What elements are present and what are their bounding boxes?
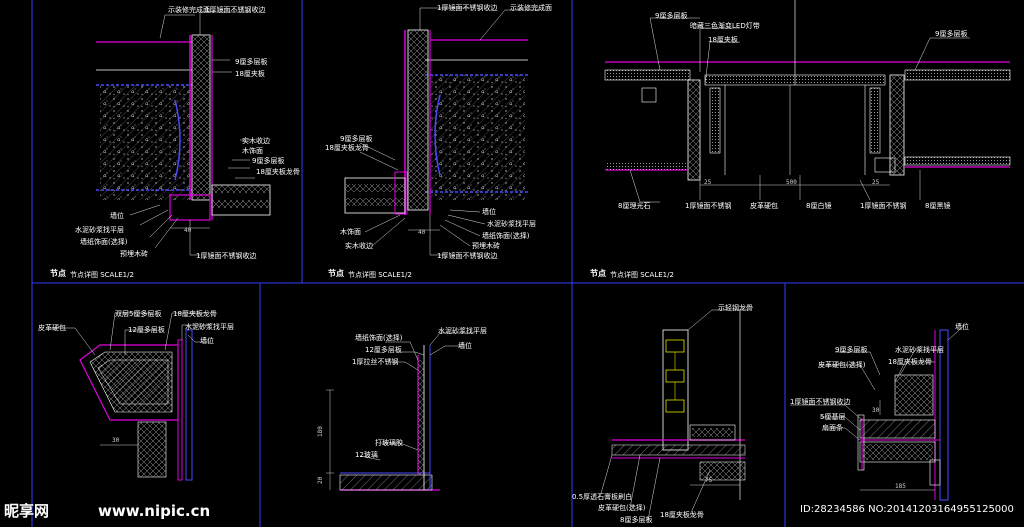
p2-label-0: 1厚镜面不锈钢收边 bbox=[437, 3, 497, 12]
p1-label-4: 实木收边 bbox=[242, 136, 270, 145]
p4-label-4: 水泥砂浆找平层 bbox=[185, 322, 234, 331]
p1-label-5: 木饰面 bbox=[242, 146, 263, 155]
p4-label-0: 皮革硬包 bbox=[38, 323, 66, 332]
detail-panel-1: 示装修完成面 1厚镜面不锈钢收边 9厘多层板 18厘夹板 实木收边 木饰面 9厘… bbox=[50, 5, 300, 279]
p2-label-8: 木饰面 bbox=[340, 227, 361, 236]
p7-label-6: 5厘基层 bbox=[820, 412, 845, 421]
p2-section-tag: 节点 bbox=[328, 268, 344, 278]
p1-label-6: 9厘多层板 bbox=[252, 156, 284, 165]
p3-label-6: 皮革硬包 bbox=[750, 201, 778, 210]
p3-section-title: 节点详图 SCALE1/2 bbox=[610, 270, 674, 279]
p4-label-5: 墙位 bbox=[200, 336, 214, 345]
detail-panel-7: 9厘多层板 水泥砂浆找平层 皮革硬包(选择) 18厘夹板龙骨 墙位 1厚镜面不锈… bbox=[790, 322, 969, 501]
p5-label-2: 12厘多层板 bbox=[365, 345, 402, 354]
p2-label-4: 墙位 bbox=[482, 207, 496, 216]
p3-label-4: 8厘理光石 bbox=[618, 201, 650, 210]
p6-label-3: 8厘多层板 bbox=[620, 515, 652, 524]
p2-section-title: 节点详图 SCALE1/2 bbox=[348, 270, 412, 279]
p6-label-0: 示轻钢龙骨 bbox=[718, 303, 753, 312]
p3-dim-0: 25 bbox=[704, 179, 712, 186]
p7-label-7: 扇面条 bbox=[822, 423, 843, 432]
p7-label-3: 18厘夹板龙骨 bbox=[888, 357, 932, 366]
watermark-url: www.nipic.cn bbox=[98, 502, 210, 520]
p5-dim-1: 20 bbox=[317, 476, 324, 484]
p5-label-0: 墙纸饰面(选择) bbox=[355, 333, 403, 342]
p1-label-11: 预埋木砖 bbox=[120, 249, 148, 258]
p2-label-9: 实木收边 bbox=[345, 241, 373, 250]
p1-label-8: 墙位 bbox=[110, 211, 124, 220]
p4-label-1: 双层5厘多层板 bbox=[115, 309, 161, 318]
detail-panel-4: 皮革硬包 双层5厘多层板 12厘多层板 18厘夹板龙骨 水泥砂浆找平层 墙位 3… bbox=[38, 309, 234, 481]
p3-label-0: 9厘多层板 bbox=[655, 11, 687, 20]
p3-label-7: 8厘白镜 bbox=[806, 201, 831, 210]
p5-label-5: 打玻璃胶 bbox=[375, 438, 403, 447]
p5-label-4: 1厚拉丝不锈钢 bbox=[352, 357, 398, 366]
p6-dim-0: 75 bbox=[705, 477, 713, 484]
frame-grid bbox=[31, 0, 1024, 527]
p2-label-10: 1厚镜面不锈钢收边 bbox=[437, 251, 497, 260]
p7-label-0: 9厘多层板 bbox=[835, 345, 867, 354]
p1-dim-0: 40 bbox=[184, 227, 192, 234]
p2-dim-0: 40 bbox=[418, 229, 426, 236]
p7-dim-0: 30 bbox=[872, 407, 880, 414]
p6-label-2: 皮革硬包(选择) bbox=[598, 503, 646, 512]
p2-label-3: 18厘夹板龙骨 bbox=[325, 143, 369, 152]
watermark: 昵享网 www.nipic.cn ID:28234586 NO:20141203… bbox=[4, 502, 1014, 520]
p3-label-3: 9厘多层板 bbox=[935, 29, 967, 38]
p1-section-tag: 节点 bbox=[50, 268, 66, 278]
p2-label-2: 9厘多层板 bbox=[340, 134, 372, 143]
p1-label-10: 墙纸饰面(选择) bbox=[80, 237, 128, 246]
p6-label-1: 0.5厚透石膏板刷白 bbox=[572, 492, 632, 501]
p3-section-tag: 节点 bbox=[590, 268, 606, 278]
p3-label-1: 暗藏三色渐变LED灯带 bbox=[690, 21, 760, 30]
p2-label-7: 预埋木砖 bbox=[472, 241, 500, 250]
p3-label-8: 1厚镜面不锈钢 bbox=[860, 201, 906, 210]
p6-label-4: 18厘夹板龙骨 bbox=[660, 510, 704, 519]
p1-label-3: 18厘夹板 bbox=[235, 69, 265, 78]
p3-dim-1: 500 bbox=[786, 179, 797, 186]
p2-label-6: 墙纸饰面(选择) bbox=[482, 231, 530, 240]
p5-label-1: 水泥砂浆找平层 bbox=[438, 326, 487, 335]
p5-dim-0: 180 bbox=[317, 426, 324, 437]
p1-section-title: 节点详图 SCALE1/2 bbox=[70, 270, 134, 279]
p7-label-2: 皮革硬包(选择) bbox=[818, 360, 866, 369]
p7-label-5: 1厚镜面不锈钢收边 bbox=[790, 397, 850, 406]
p4-label-2: 12厘多层板 bbox=[128, 325, 165, 334]
detail-panel-2: 1厚镜面不锈钢收边 示装修完成面 9厘多层板 18厘夹板龙骨 墙位 水泥砂浆找平… bbox=[325, 3, 552, 279]
p3-label-5: 1厚镜面不锈钢 bbox=[685, 201, 731, 210]
p1-label-12: 1厚镜面不锈钢收边 bbox=[196, 251, 256, 260]
p5-label-6: 12玻璃 bbox=[355, 450, 378, 459]
p1-label-2: 9厘多层板 bbox=[235, 57, 267, 66]
detail-panel-6: 示轻钢龙骨 0.5厚透石膏板刷白 皮革硬包(选择) 8厘多层板 18厘夹板龙骨 … bbox=[572, 303, 753, 524]
p1-label-7: 18厘夹板龙骨 bbox=[256, 167, 300, 176]
p3-label-9: 8厘黑镜 bbox=[925, 201, 950, 210]
p4-dim-0: 30 bbox=[112, 437, 120, 444]
p3-dim-2: 25 bbox=[872, 179, 880, 186]
watermark-logo: 昵享网 bbox=[4, 502, 49, 520]
watermark-id: ID:28234586 NO:20141203164955125000 bbox=[800, 504, 1014, 515]
p1-label-9: 水泥砂浆找平层 bbox=[75, 225, 124, 234]
detail-panel-5: 墙纸饰面(选择) 水泥砂浆找平层 12厘多层板 墙位 1厚拉丝不锈钢 打玻璃胶 … bbox=[317, 326, 487, 491]
p2-label-5: 水泥砂浆找平层 bbox=[487, 219, 536, 228]
p1-label-1: 1厚镜面不锈钢收边 bbox=[205, 5, 265, 14]
p2-label-1: 示装修完成面 bbox=[510, 3, 552, 12]
p7-label-4: 墙位 bbox=[955, 322, 969, 331]
p4-label-3: 18厘夹板龙骨 bbox=[173, 309, 217, 318]
p3-label-2: 18厘夹板 bbox=[708, 35, 738, 44]
p1-label-0: 示装修完成面 bbox=[168, 5, 210, 14]
detail-panel-3: 9厘多层板 暗藏三色渐变LED灯带 18厘夹板 9厘多层板 8厘理光石 1厚镜面… bbox=[590, 0, 1011, 279]
p7-dim-1: 185 bbox=[895, 483, 906, 490]
p5-label-3: 墙位 bbox=[458, 341, 472, 350]
p7-label-1: 水泥砂浆找平层 bbox=[895, 345, 944, 354]
